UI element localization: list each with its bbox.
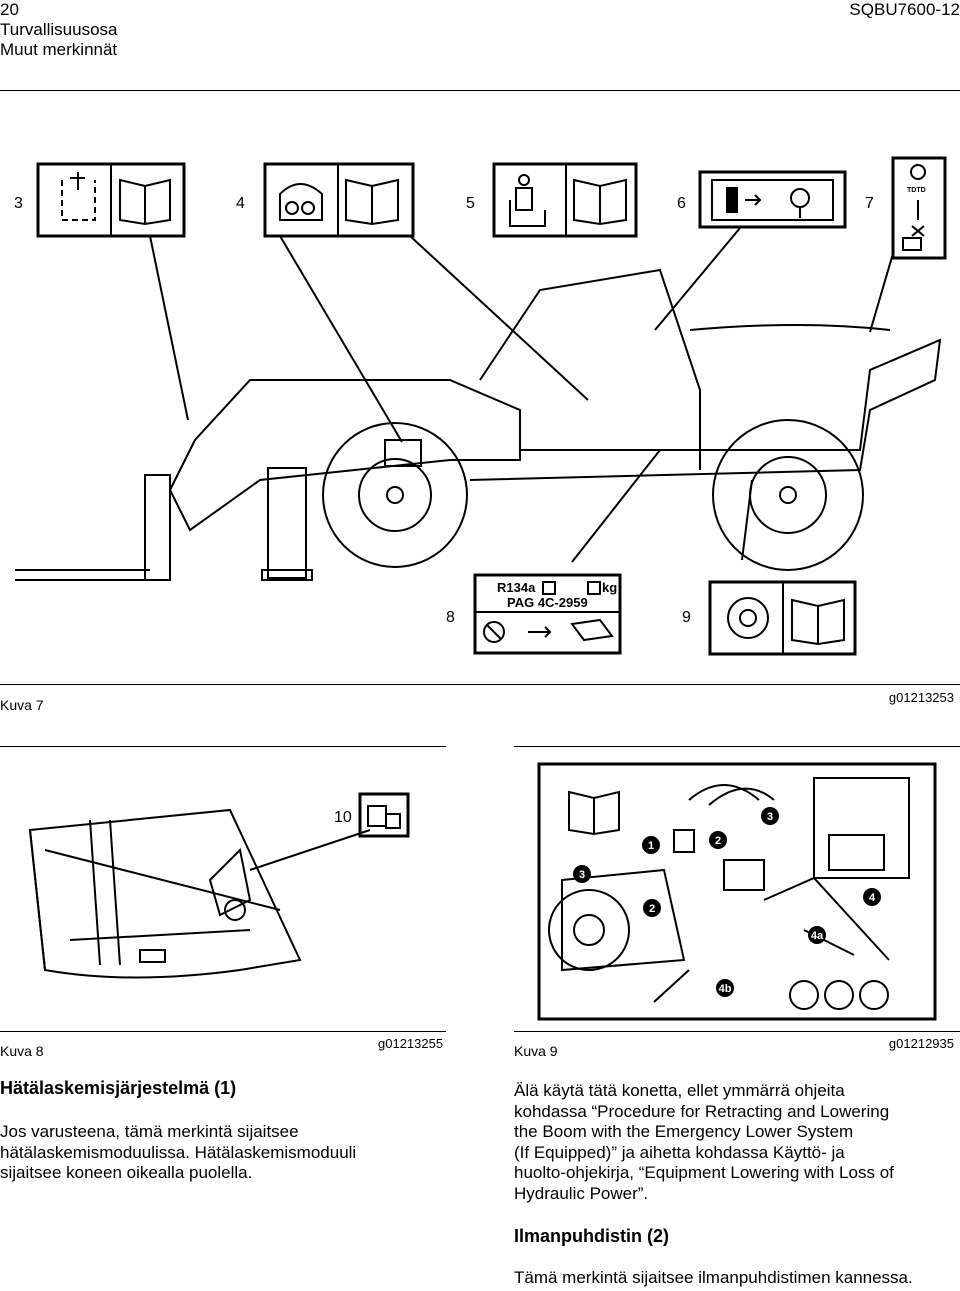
warning-paragraph: Älä käytä tätä konetta, ellet ymmärrä oh…: [514, 1081, 960, 1204]
figure-7-rule: [0, 684, 960, 685]
figure-8-graphic-id: g01213255: [378, 1036, 444, 1051]
emergency-lowering-heading: Hätälaskemisjärjestelmä (1): [0, 1078, 237, 1098]
fig9-callout-4b: 4b: [719, 983, 732, 995]
callout-10: 10: [334, 809, 352, 826]
figure-9-caption: Kuva 9: [514, 1043, 558, 1059]
paragraph-line: the Boom with the Emergency Lower System: [514, 1122, 854, 1141]
paragraph-line: Älä käytä tätä konetta, ellet ymmärrä oh…: [514, 1081, 845, 1100]
header-rule: [0, 90, 960, 91]
paragraph-line: (If Equipped)” ja aihetta kohdassa Käytt…: [514, 1142, 845, 1162]
fig9-callout-2b: 2: [649, 903, 655, 915]
paragraph-line: Hydraulic Power”.: [514, 1183, 649, 1203]
fig9-callout-3a: 3: [767, 811, 773, 823]
figure-9-illustration: 1 2 3 2 3 4 4a 4b: [537, 762, 937, 1021]
fig9-callout-1: 1: [648, 840, 654, 852]
decal-8-refrigerant: R134a: [497, 580, 536, 595]
decal-7-text: TDTD: [907, 187, 926, 194]
section-title: Turvallisuusosa: [0, 20, 118, 39]
figure-9-graphic-id: g01212935: [888, 1036, 954, 1051]
figure-8-top-rule: [0, 746, 446, 747]
air-cleaner-heading: Ilmanpuhdistin (2): [514, 1226, 669, 1246]
fig9-callout-2a: 2: [715, 835, 721, 847]
decal-8-oil: PAG 4C-2959: [507, 595, 588, 610]
subsection-title: Muut merkinnät: [0, 40, 118, 59]
document-code: SQBU7600-12: [849, 0, 960, 19]
figure-8-caption: Kuva 8: [0, 1043, 44, 1059]
figure-8-illustration: 10: [28, 792, 410, 979]
fig9-callout-3b: 3: [579, 869, 585, 881]
paragraph-line: kohdassa “Procedure for Retracting and L…: [514, 1101, 890, 1121]
paragraph-line: Jos varusteena, tämä merkintä sijaitsee: [0, 1122, 299, 1141]
callout-5: 5: [466, 195, 475, 212]
callout-6: 6: [677, 195, 686, 212]
figure-8-bottom-rule: [0, 1031, 446, 1032]
callout-9: 9: [682, 609, 691, 626]
figure-7-graphic-id: g01213253: [888, 690, 954, 705]
callout-4: 4: [236, 195, 245, 212]
decal-8-unit: kg: [602, 580, 617, 595]
callout-3: 3: [14, 195, 23, 212]
emergency-lowering-paragraph: Jos varusteena, tämä merkintä sijaitsee …: [0, 1122, 440, 1184]
callout-8: 8: [446, 609, 455, 626]
paragraph-line: hätälaskemismoduulissa. Hätälaskemismodu…: [0, 1142, 357, 1162]
figure-9-bottom-rule: [514, 1031, 960, 1032]
callout-7: 7: [865, 195, 874, 212]
figure-7-caption: Kuva 7: [0, 697, 44, 713]
paragraph-line: sijaitsee koneen oikealla puolella.: [0, 1163, 253, 1182]
fig9-callout-4a: 4a: [811, 930, 824, 942]
page-number: 20: [0, 0, 19, 19]
paragraph-line: huolto-ohjekirja, “Equipment Lowering wi…: [514, 1163, 894, 1182]
figure-7-illustration: 3 4 5 6 7 8 9 R134a kg PAG 4C-2959 TDTD: [14, 156, 947, 656]
fig9-callout-4: 4: [869, 892, 876, 904]
air-cleaner-paragraph: Tämä merkintä sijaitsee ilmanpuhdistimen…: [514, 1268, 913, 1287]
figure-9-top-rule: [514, 746, 960, 747]
